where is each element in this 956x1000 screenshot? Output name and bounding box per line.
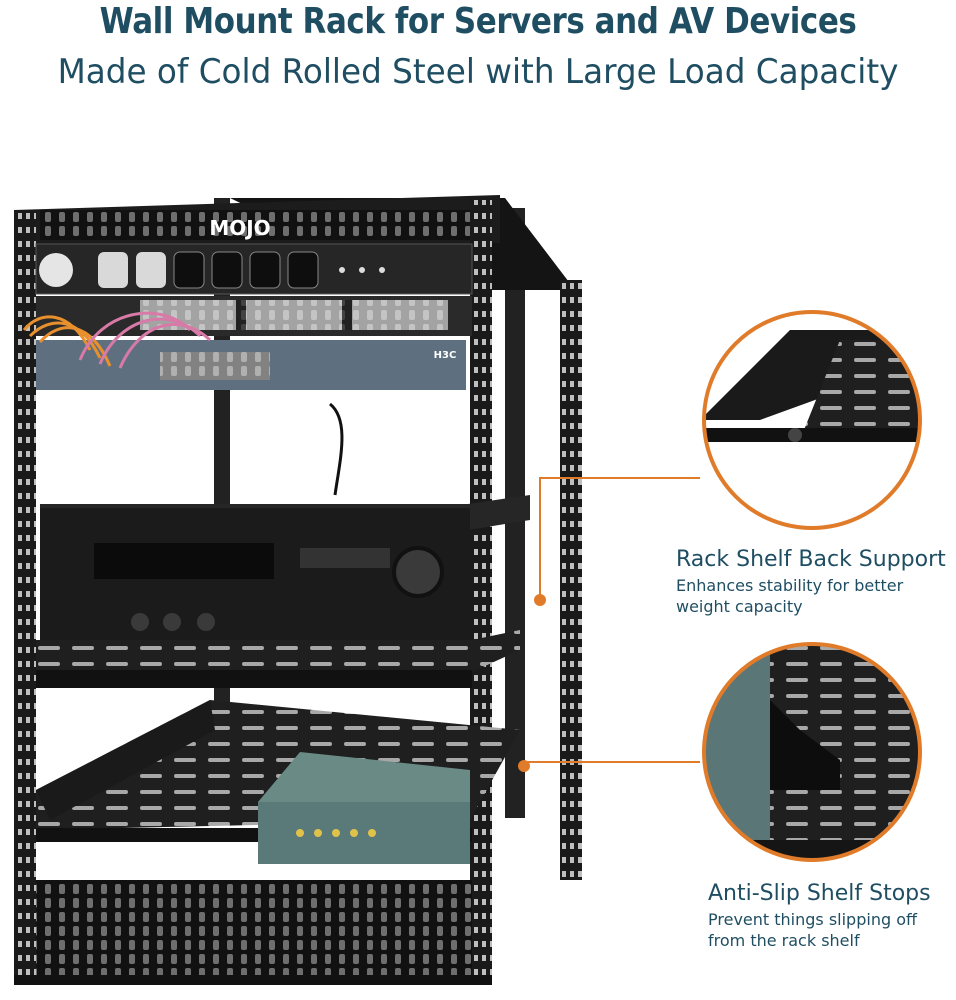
rack-shelf-middle-lip bbox=[36, 670, 472, 688]
callout-title-shelf-stops: Anti-Slip Shelf Stops bbox=[708, 881, 931, 906]
power-cord bbox=[328, 402, 344, 496]
svg-text:MOJO: MOJO bbox=[209, 216, 270, 240]
callout-title-back-support: Rack Shelf Back Support bbox=[676, 547, 946, 572]
callout-desc-shelf-stops: Prevent things slipping off from the rac… bbox=[708, 910, 918, 950]
power-strip bbox=[35, 243, 473, 295]
callout-dot-shelf-stops bbox=[518, 760, 530, 772]
rack-shelf-middle bbox=[36, 630, 520, 672]
callout-dot-back-support bbox=[534, 594, 546, 606]
cisco-router bbox=[258, 752, 470, 864]
page-title: Wall Mount Rack for Servers and AV Devic… bbox=[99, 1, 857, 42]
page-subtitle: Made of Cold Rolled Steel with Large Loa… bbox=[57, 52, 899, 92]
callout-desc-back-support: Enhances stability for better weight cap… bbox=[676, 576, 904, 616]
av-receiver bbox=[40, 495, 530, 640]
svg-text:H3C: H3C bbox=[434, 350, 457, 361]
zoom-circle-shelf-stops bbox=[702, 642, 922, 862]
rack-right-upright bbox=[470, 200, 492, 985]
rack-bottom-panel bbox=[36, 880, 472, 975]
rack-left-upright bbox=[14, 210, 36, 985]
rack-bottom-rail bbox=[14, 975, 492, 985]
zoom-circle-back-support bbox=[702, 310, 922, 530]
patch-panel bbox=[36, 296, 472, 336]
patch-cables bbox=[22, 311, 212, 369]
callout-connectors bbox=[524, 477, 700, 763]
rack-top-panel: MOJO bbox=[14, 195, 500, 250]
